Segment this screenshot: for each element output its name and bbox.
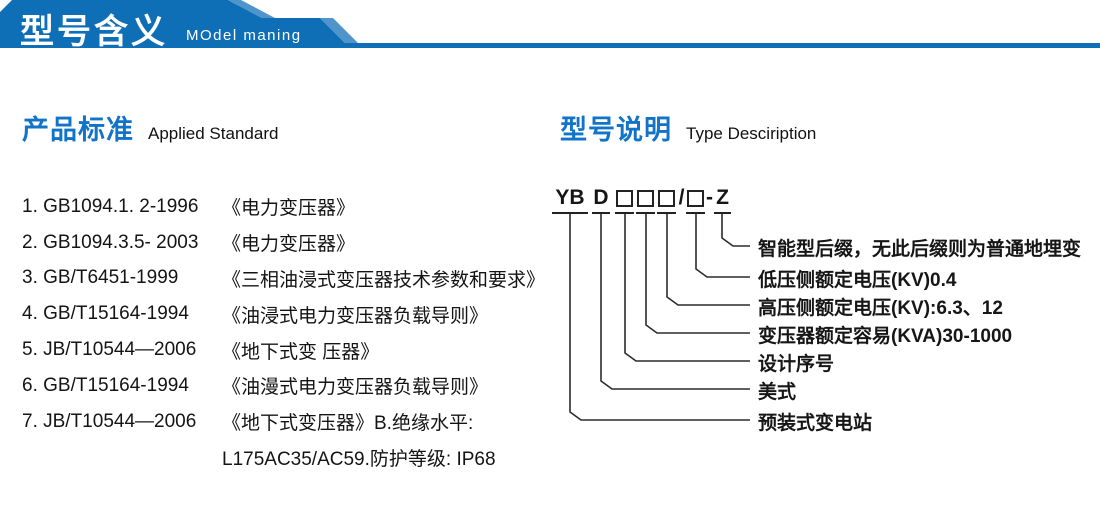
- model-code-box-3: [657, 186, 676, 214]
- connector-suffix-z: [721, 214, 750, 247]
- standard-item-3: 3. GB/T6451-1999 《三相油浸式变压器技术参数和要求》: [22, 261, 552, 297]
- standard-continuation: L175AC35/AC59.防护等级: IP68: [222, 448, 496, 470]
- connector-type-letter: [600, 214, 750, 390]
- connector-box-3: [666, 214, 750, 306]
- standard-item-6: 6. GB/T15164-1994 《油漫式电力变压器负载导则》: [22, 368, 552, 404]
- type-description-title-zh: 型号说明: [560, 115, 672, 145]
- standard-item-7: 7. JB/T10544—2006 《地下式变压器》B.绝缘水平:: [22, 404, 552, 440]
- banner-main-polygon: [0, 0, 1100, 48]
- model-code-suffix: Z: [714, 186, 731, 214]
- header-banner: 型号含义 MOdel maning: [0, 0, 1100, 51]
- type-description-title-en: Type Desciription: [686, 124, 817, 143]
- standard-item-5: 5. JB/T10544—2006 《地下式变 压器》: [22, 332, 552, 368]
- applied-standard-title-en: Applied Standard: [148, 124, 279, 143]
- placeholder-box-icon: [616, 190, 633, 207]
- connector-box-2: [645, 214, 750, 334]
- model-code-box-1: [615, 186, 634, 214]
- connector-box-1: [624, 214, 750, 362]
- standard-code: 1. GB1094.1. 2-1996: [22, 195, 199, 217]
- standard-item-1: 1. GB1094.1. 2-1996 《电力变压器》: [22, 189, 552, 225]
- standard-item-2: 2. GB1094.3.5- 2003 《电力变压器》: [22, 225, 552, 261]
- model-code-dash: -: [706, 186, 713, 209]
- connector-box-4: [695, 214, 750, 278]
- placeholder-box-icon: [658, 190, 675, 207]
- standard-title: 《油浸式电力变压器负载导则》: [222, 305, 489, 327]
- diagram-label-design-serial: 设计序号: [758, 354, 835, 375]
- standard-code: 4. GB/T15164-1994: [22, 303, 189, 325]
- diagram-label-hv-voltage: 高压侧额定电压(KV):6.3、12: [758, 298, 1003, 319]
- model-code-box-4: [686, 186, 705, 214]
- standard-title: 《三相油浸式变压器技术参数和要求》: [222, 269, 546, 291]
- standard-code: 5. JB/T10544—2006: [22, 339, 197, 361]
- model-code-slash: /: [678, 186, 685, 209]
- section-header-applied-standard: 产品标准 Applied Standard: [22, 108, 278, 147]
- diagram-label-smart-suffix: 智能型后缀，无此后缀则为普通地埋变: [758, 239, 1082, 260]
- section-header-type-description: 型号说明 Type Desciription: [560, 108, 816, 147]
- placeholder-box-icon: [687, 190, 704, 207]
- standard-code: 6. GB/T15164-1994: [22, 374, 189, 396]
- standard-title: 《油漫式电力变压器负载导则》: [222, 377, 489, 399]
- banner-accent-stripe-1: [228, 0, 275, 18]
- standard-title: 《地下式变压器》B.绝缘水平:: [222, 413, 474, 435]
- diagram-label-prefab-substation: 预装式变电站: [758, 413, 873, 434]
- banner-shape: [0, 0, 1100, 48]
- standard-item-7-continuation: L175AC35/AC59.防护等级: IP68: [22, 440, 552, 476]
- standard-code: 2. GB1094.3.5- 2003: [22, 231, 199, 253]
- standard-item-4: 4. GB/T15164-1994 《油浸式电力变压器负载导则》: [22, 296, 552, 332]
- standard-title: 《电力变压器》: [222, 234, 356, 256]
- model-code-prefix: YB: [552, 186, 588, 214]
- diagram-label-lv-voltage: 低压侧额定电压(KV)0.4: [758, 270, 957, 291]
- placeholder-box-icon: [637, 190, 654, 207]
- page-subtitle: MOdel maning: [186, 27, 302, 44]
- applied-standard-title-zh: 产品标准: [22, 115, 134, 145]
- diagram-label-rated-capacity: 变压器额定容易(KVA)30-1000: [758, 326, 1013, 347]
- standard-title: 《电力变压器》: [222, 198, 356, 220]
- model-code-box-2: [636, 186, 655, 214]
- standard-code: 7. JB/T10544—2006: [22, 410, 197, 432]
- standard-code: 3. GB/T6451-1999: [22, 267, 179, 289]
- standards-list: 1. GB1094.1. 2-1996 《电力变压器》 2. GB1094.3.…: [22, 189, 552, 475]
- banner-accent-stripe-2: [320, 18, 358, 43]
- diagram-label-american-style: 美式: [758, 382, 797, 403]
- connector-prefix: [569, 214, 750, 421]
- standard-title: 《地下式变 压器》: [222, 341, 380, 363]
- model-code-type-letter: D: [592, 186, 610, 214]
- page-title: 型号含义: [20, 13, 168, 51]
